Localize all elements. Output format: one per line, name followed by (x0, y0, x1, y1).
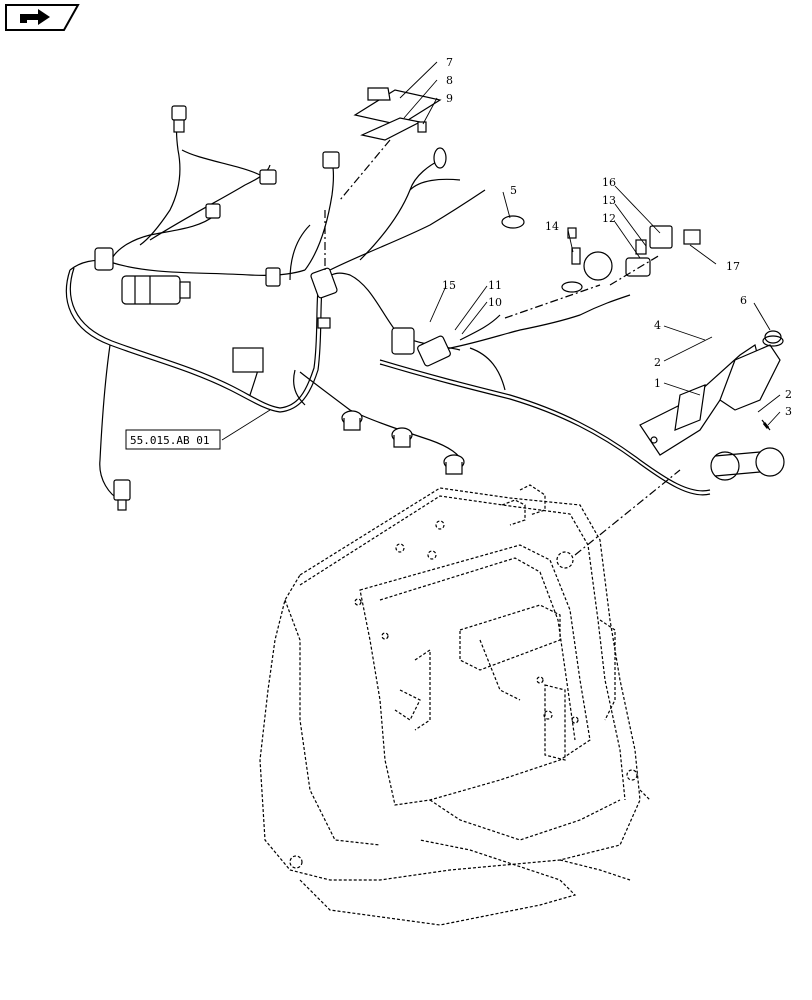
callout-label: 7 (446, 56, 453, 69)
callout-label: 3 (785, 405, 792, 418)
callout-label: 8 (446, 74, 453, 87)
callout-label: 17 (726, 260, 740, 273)
part-plates-7-8 (353, 87, 442, 141)
callout-label: 13 (602, 194, 616, 207)
callout-label: 4 (654, 319, 661, 332)
reference-label[interactable]: 55.015.AB 01 (130, 434, 209, 447)
page-navigation-icon[interactable] (5, 4, 80, 31)
bracket-assembly (639, 330, 785, 481)
callout-label: 16 (602, 176, 616, 189)
harness-connectors (94, 105, 451, 511)
callout-label: 14 (545, 220, 559, 233)
callout-label: 5 (510, 184, 517, 197)
callout-label: 1 (654, 377, 661, 390)
machine-frame (259, 139, 681, 926)
harness-clips (341, 147, 583, 475)
callout-label: 11 (488, 279, 502, 292)
reference-link[interactable]: 55.015.AB 01 (125, 429, 221, 450)
switch-cluster (567, 225, 701, 281)
callout-label: 6 (740, 294, 747, 307)
callout-label: 2 (785, 388, 792, 401)
callout-label: 9 (446, 92, 453, 105)
callout-label: 12 (602, 212, 616, 225)
callout-label: 10 (488, 296, 502, 309)
callout-label: 15 (442, 279, 456, 292)
callout-labels: 7 8 9 5 16 13 12 14 17 15 11 10 6 4 2 1 … (442, 56, 792, 418)
callout-leaders (221, 61, 781, 441)
callout-label: 2 (654, 356, 661, 369)
wiring-harness (65, 117, 711, 501)
